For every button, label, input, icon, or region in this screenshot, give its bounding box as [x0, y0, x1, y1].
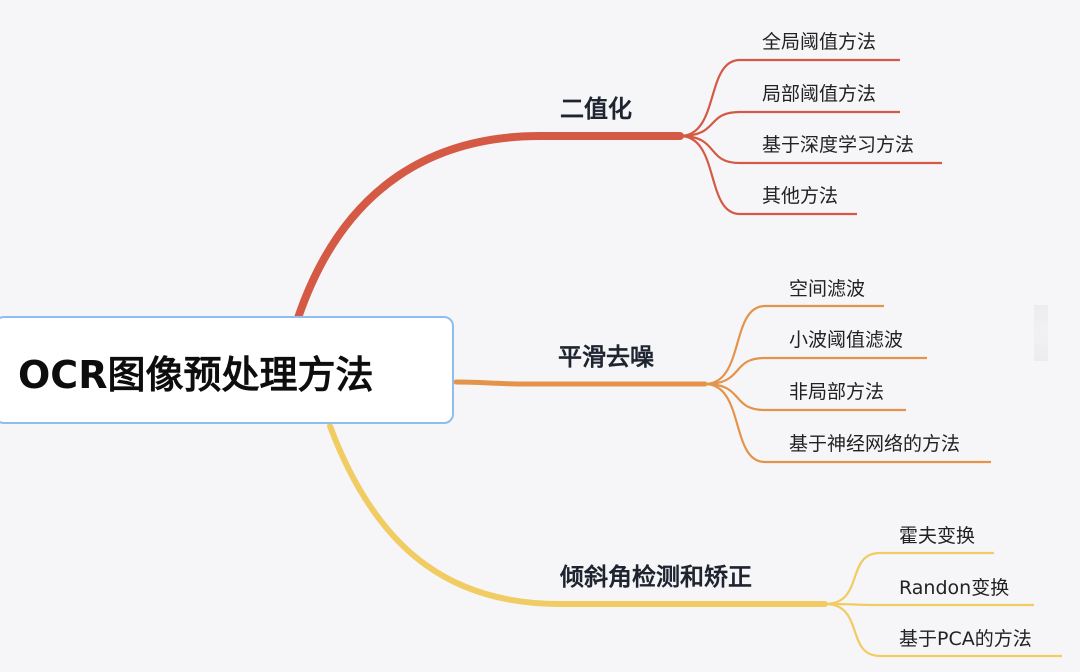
leaf-neural-network[interactable]: 基于神经网络的方法: [789, 433, 961, 455]
faint-scrollbar-hint: [1034, 305, 1048, 361]
trunk-binarization: [294, 132, 684, 322]
leaf-deep-learning[interactable]: 基于深度学习方法: [762, 134, 915, 156]
leaf-other-methods[interactable]: 其他方法: [762, 185, 839, 207]
trunk-skew: [327, 423, 828, 607]
branch-label-skew[interactable]: 倾斜角检测和矫正: [560, 563, 752, 591]
leaf-global-threshold[interactable]: 全局阈值方法: [762, 31, 877, 53]
branch-label-binarization[interactable]: 二值化: [560, 95, 632, 123]
root-node-label: OCR图像预处理方法: [18, 353, 374, 397]
connectors-skew: [824, 551, 1062, 658]
trunk-denoise: [453, 379, 708, 387]
leaf-local-threshold[interactable]: 局部阈值方法: [762, 83, 877, 105]
leaf-randon[interactable]: Randon变换: [899, 577, 1010, 599]
connectors-denoise: [704, 304, 991, 464]
leaf-nonlocal[interactable]: 非局部方法: [789, 381, 885, 403]
leaf-pca[interactable]: 基于PCA的方法: [899, 628, 1032, 650]
leaf-hough[interactable]: 霍夫变换: [899, 525, 976, 547]
leaf-spatial-filter[interactable]: 空间滤波: [789, 278, 866, 300]
branch-label-denoise[interactable]: 平滑去噪: [558, 343, 654, 371]
connectors-binarization: [679, 58, 942, 216]
leaf-wavelet-filter[interactable]: 小波阈值滤波: [789, 329, 904, 351]
root-node[interactable]: [0, 316, 454, 424]
